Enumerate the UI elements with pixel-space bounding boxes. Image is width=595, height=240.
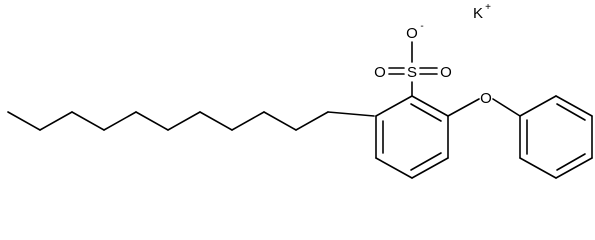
chain-bond bbox=[103, 111, 137, 131]
central-benzene-ring bbox=[375, 95, 449, 179]
chain-bond bbox=[263, 111, 297, 131]
chain-bond bbox=[71, 111, 105, 131]
oxygen-atom-anion: O bbox=[406, 25, 418, 42]
ether-linkage: O bbox=[447, 90, 521, 117]
potassium-atom: K bbox=[473, 5, 483, 22]
chain-bond bbox=[199, 111, 233, 131]
chain-bond bbox=[39, 111, 73, 131]
ring-double-bond bbox=[410, 103, 442, 122]
ring-bond bbox=[375, 157, 413, 179]
sulfonate-group: S O O O - bbox=[374, 21, 452, 97]
ring-double-bond bbox=[556, 153, 586, 171]
ring-to-ether-oxygen-bond bbox=[447, 98, 480, 117]
structure-canvas: S O O O - K + O bbox=[7, 2, 593, 179]
potassium-counterion: K + bbox=[473, 2, 491, 22]
oxygen-atom-left: O bbox=[374, 64, 386, 81]
ring-double-bond bbox=[410, 152, 442, 171]
chain-bond bbox=[7, 111, 41, 131]
phenyl-ring bbox=[519, 95, 593, 179]
ring-double-bond bbox=[556, 103, 586, 121]
chain-bond bbox=[231, 111, 265, 131]
potassium-charge: + bbox=[485, 2, 491, 13]
ring-bond bbox=[411, 95, 449, 117]
ring-bond bbox=[375, 95, 413, 117]
ether-oxygen-to-phenyl-bond bbox=[492, 98, 521, 117]
sulfur-atom: S bbox=[407, 64, 417, 81]
ring-bond bbox=[519, 95, 557, 117]
ring-bond bbox=[555, 157, 593, 179]
chemical-structure-diagram: S O O O - K + O bbox=[7, 2, 593, 179]
ring-bond bbox=[555, 95, 593, 117]
undecyl-chain bbox=[7, 111, 375, 131]
oxygen-atom-right: O bbox=[440, 64, 452, 81]
ether-oxygen-atom: O bbox=[480, 90, 492, 107]
anion-charge: - bbox=[420, 21, 423, 32]
chain-to-ring-bond bbox=[327, 111, 375, 117]
ring-bond bbox=[411, 157, 449, 179]
ring-bond bbox=[519, 157, 557, 179]
chain-bond bbox=[135, 111, 169, 131]
chain-bond bbox=[295, 111, 329, 131]
chain-bond bbox=[167, 111, 201, 131]
